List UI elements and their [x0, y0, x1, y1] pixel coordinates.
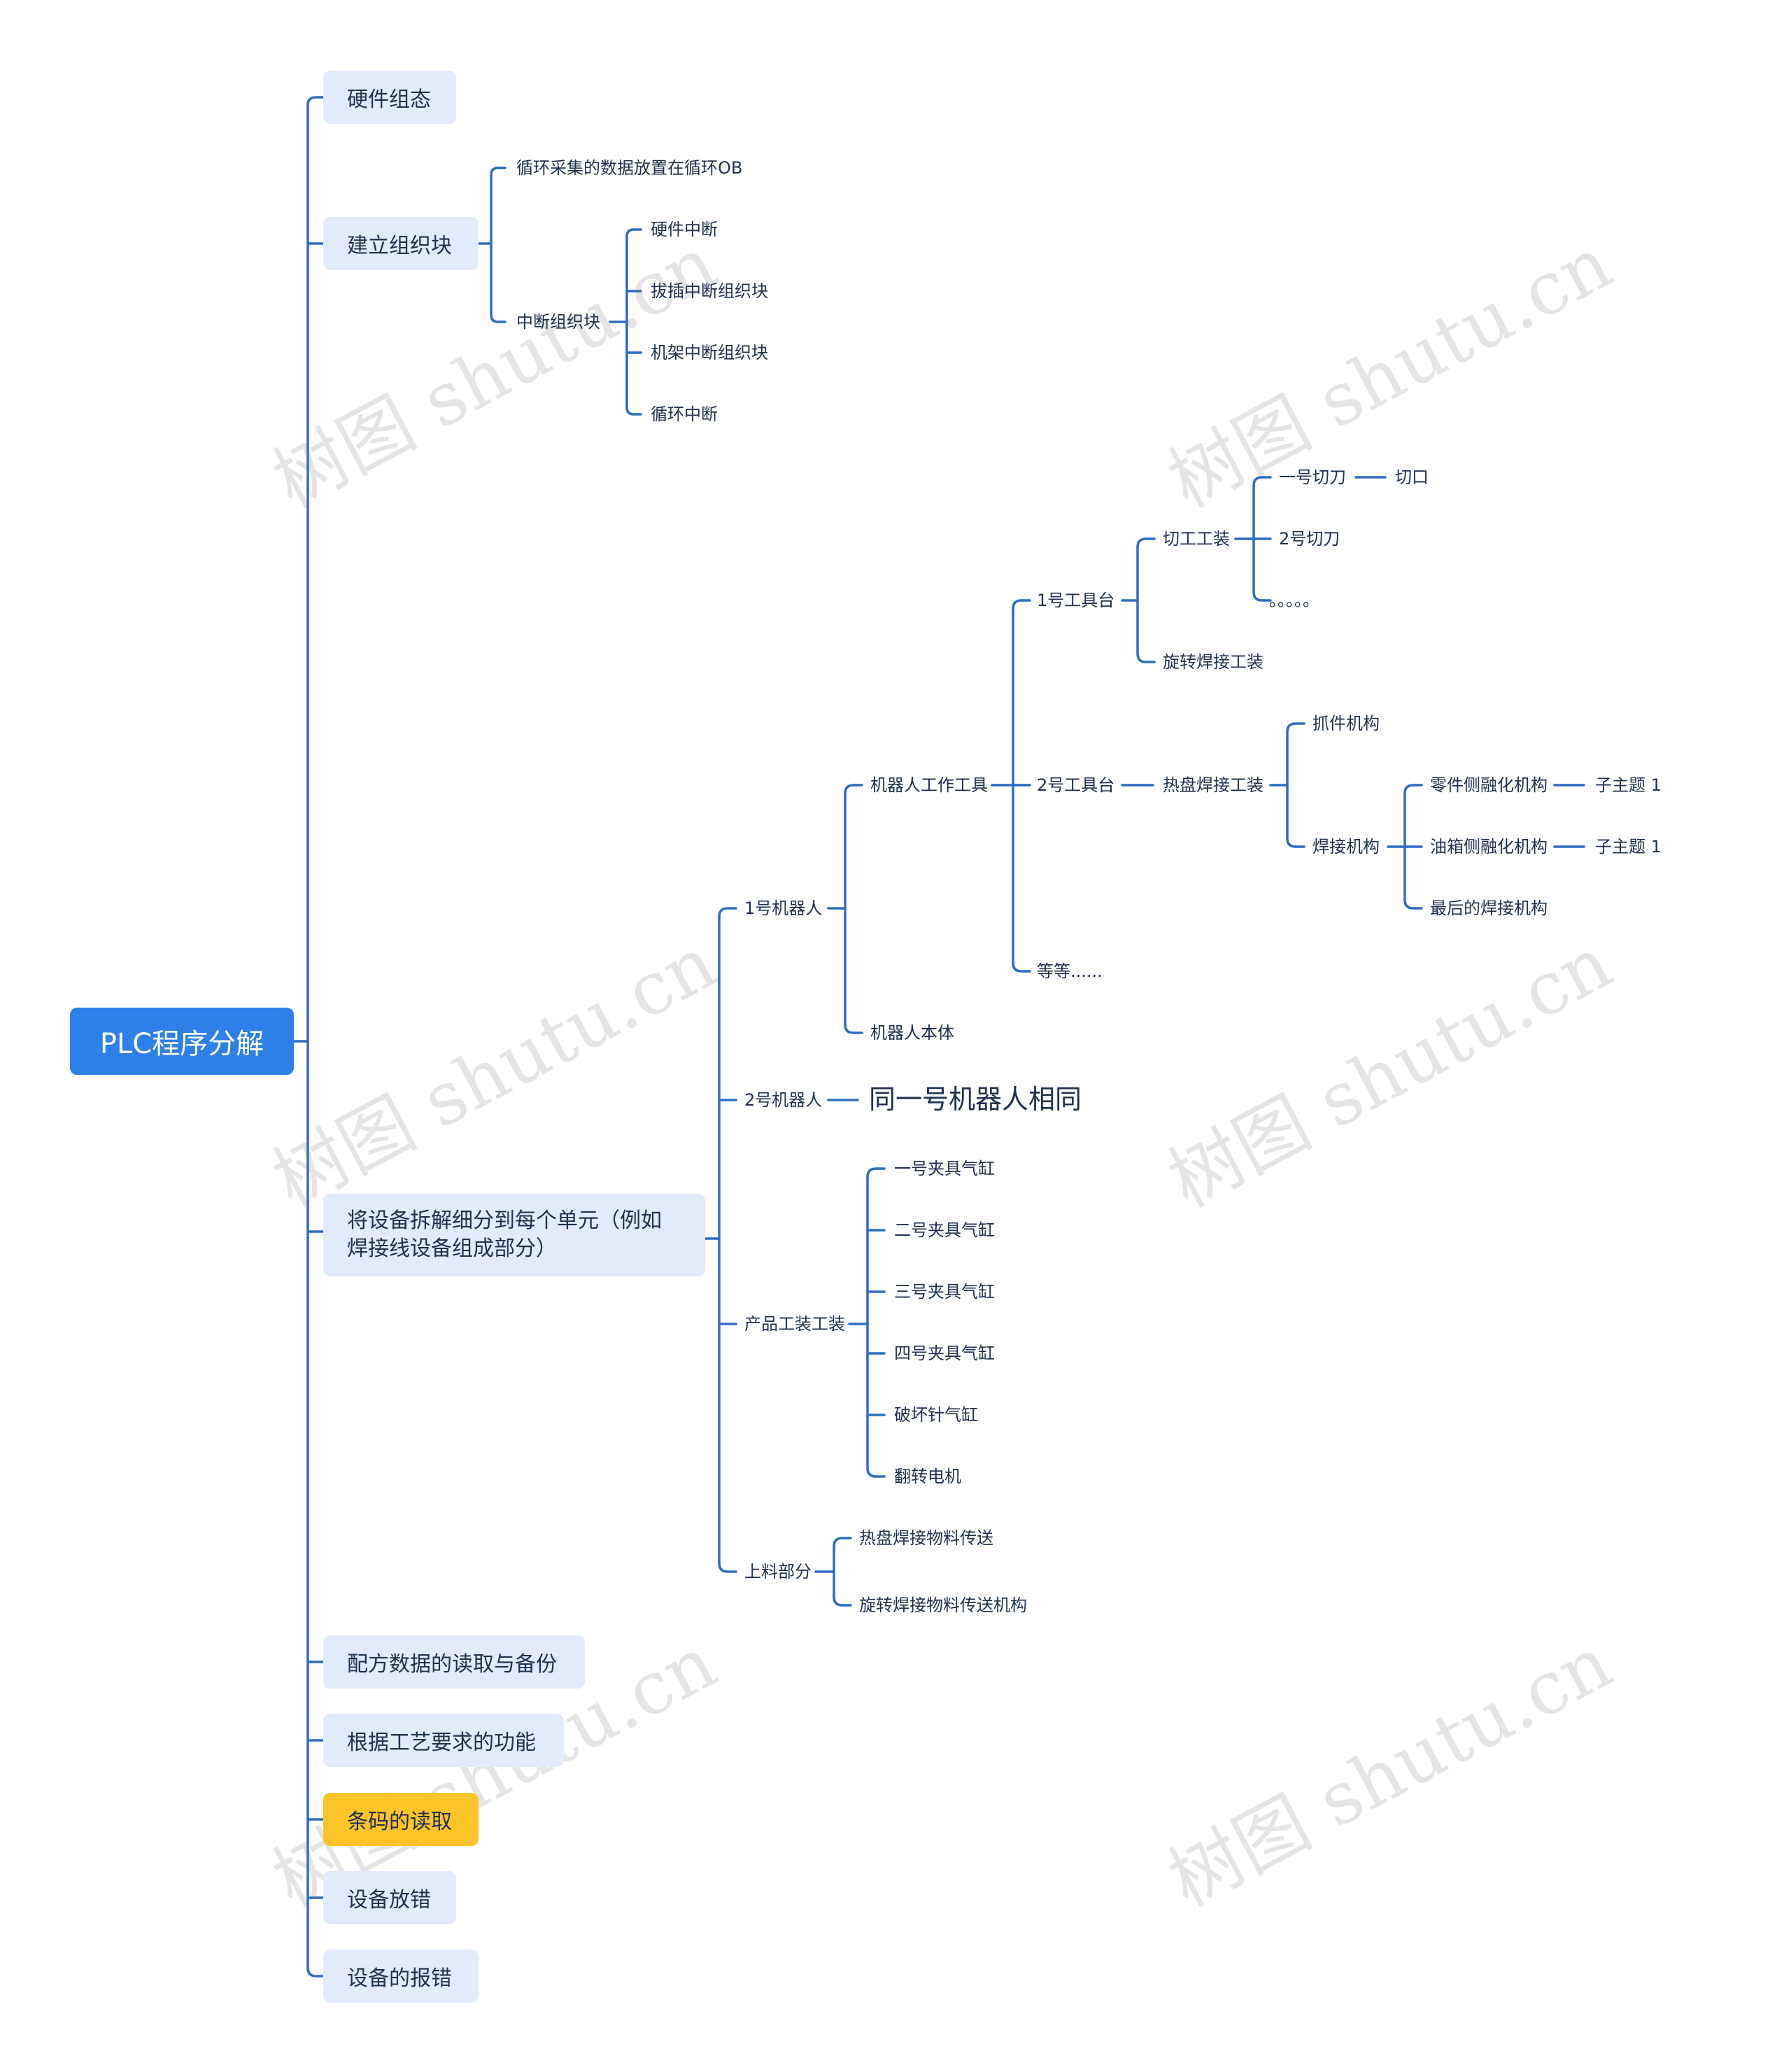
- node-final-weld[interactable]: 最后的焊接机构: [1430, 898, 1548, 918]
- node-plug-interrupt[interactable]: 拔插中断组织块: [651, 281, 768, 301]
- node-clamp-cylinder-1[interactable]: 一号夹具气缸: [894, 1159, 995, 1178]
- topic-org-blocks[interactable]: 建立组织块: [323, 217, 479, 270]
- node-gripper[interactable]: 抓件机构: [1312, 714, 1380, 733]
- topic-device-alarm[interactable]: 设备的报错: [323, 1950, 479, 2003]
- node-interrupt-ob[interactable]: 中断组织块: [516, 312, 600, 332]
- node-robot-body[interactable]: 机器人本体: [870, 1023, 954, 1043]
- topic-barcode-reading[interactable]: 条码的读取: [323, 1793, 479, 1846]
- node-ellipsis[interactable]: 。。。。。: [1269, 591, 1319, 610]
- node-robot-2[interactable]: 2号机器人: [744, 1090, 823, 1110]
- topic-process-functions[interactable]: 根据工艺要求的功能: [323, 1714, 564, 1767]
- node-part-melt[interactable]: 零件侧融化机构: [1430, 775, 1548, 795]
- topic-anti-misplacement[interactable]: 设备放错: [323, 1871, 456, 1924]
- node-clamp-cylinder-2[interactable]: 二号夹具气缸: [894, 1220, 995, 1240]
- node-subtopic-2[interactable]: 子主题 1: [1595, 837, 1662, 857]
- node-product-fixture[interactable]: 产品工装工装: [744, 1314, 845, 1334]
- topic-hardware-config[interactable]: 硬件组态: [323, 71, 456, 124]
- node-cut[interactable]: 切口: [1395, 467, 1429, 487]
- node-rack-interrupt[interactable]: 机架中断组织块: [651, 343, 768, 362]
- node-rotary-weld-fixture[interactable]: 旋转焊接工装: [1163, 652, 1263, 672]
- node-robot-2-note[interactable]: 同一号机器人相同: [869, 1084, 1082, 1115]
- node-robot-tools[interactable]: 机器人工作工具: [870, 775, 988, 795]
- node-rotary-conveyor[interactable]: 旋转焊接物料传送机构: [859, 1595, 1027, 1615]
- node-clamp-cylinder-3[interactable]: 三号夹具气缸: [894, 1282, 995, 1302]
- node-hardware-interrupt[interactable]: 硬件中断: [651, 220, 718, 239]
- node-tank-melt[interactable]: 油箱侧融化机构: [1430, 837, 1548, 857]
- node-robot-1[interactable]: 1号机器人: [744, 898, 823, 918]
- topic-device-breakdown-line2: 焊接线设备组成部分）: [347, 1236, 557, 1261]
- topic-recipe-data[interactable]: 配方数据的读取与备份: [323, 1635, 585, 1689]
- node-cutting-fixture[interactable]: 切工工装: [1163, 529, 1230, 549]
- node-cyclic-interrupt[interactable]: 循环中断: [651, 404, 718, 424]
- topic-device-breakdown-line1: 将设备拆解细分到每个单元（例如: [347, 1208, 662, 1233]
- node-hot-plate-conveyor[interactable]: 热盘焊接物料传送: [859, 1528, 993, 1548]
- node-flip-motor[interactable]: 翻转电机: [894, 1467, 961, 1486]
- node-knife-2[interactable]: 2号切刀: [1279, 529, 1340, 549]
- node-feeding-section[interactable]: 上料部分: [744, 1562, 812, 1581]
- node-subtopic-1[interactable]: 子主题 1: [1595, 775, 1662, 795]
- node-knife-1[interactable]: 一号切刀: [1279, 467, 1346, 487]
- node-breaker-cylinder[interactable]: 破坏针气缸: [894, 1405, 978, 1425]
- node-tool-station-2[interactable]: 2号工具台: [1037, 775, 1115, 795]
- node-tool-station-1[interactable]: 1号工具台: [1037, 591, 1115, 610]
- node-weld-mechanism[interactable]: 焊接机构: [1312, 837, 1380, 857]
- node-etc[interactable]: 等等......: [1037, 961, 1103, 981]
- node-clamp-cylinder-4[interactable]: 四号夹具气缸: [894, 1344, 995, 1363]
- node-hot-plate-fixture[interactable]: 热盘焊接工装: [1163, 775, 1263, 795]
- topic-device-breakdown[interactable]: 将设备拆解细分到每个单元（例如 焊接线设备组成部分）: [323, 1194, 705, 1276]
- node-cyclic-data-ob[interactable]: 循环采集的数据放置在循环OB: [516, 158, 743, 178]
- root-node[interactable]: PLC程序分解: [70, 1008, 294, 1075]
